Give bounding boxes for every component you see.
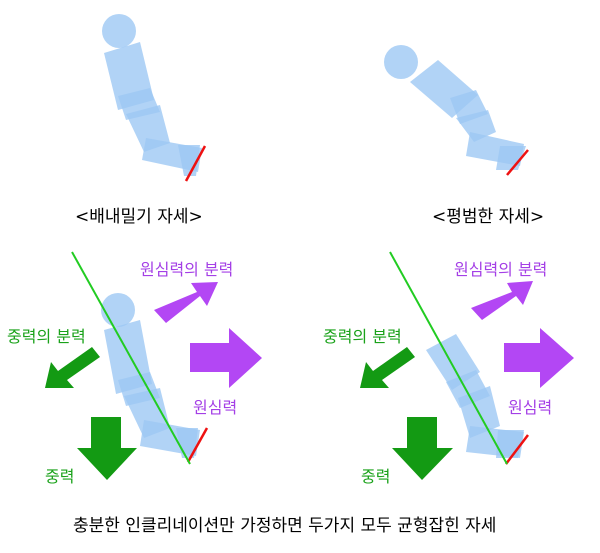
gravity-arrow — [392, 417, 453, 480]
centrifugal-component-arrow — [471, 281, 533, 320]
label-centrifugal-left: 원심력 — [193, 398, 238, 417]
label-centrifugal-component-right: 원심력의 분력 — [454, 260, 548, 279]
label-gravity-component-right: 중력의 분력 — [323, 327, 402, 346]
label-gravity-left: 중력 — [45, 467, 75, 486]
label-centrifugal-right: 원심력 — [508, 398, 553, 417]
skater-figure-normal — [384, 45, 529, 176]
gravity-component-arrow — [45, 347, 100, 388]
bottom-caption: 충분한 인클리네이션만 가정하면 두가지 모두 균형잡힌 자세 — [73, 516, 497, 536]
gravity-component-arrow — [360, 347, 415, 388]
gravity-arrow — [77, 417, 137, 480]
skater-figure-belly-forward — [102, 14, 207, 182]
centrifugal-arrow — [504, 328, 574, 388]
label-centrifugal-component-left: 원심력의 분력 — [140, 260, 234, 279]
skater-figure-belly-forward-forces — [45, 251, 262, 480]
caption-normal-pose: <평범한 자세> — [432, 207, 545, 227]
centrifugal-component-arrow — [154, 282, 218, 323]
skater-figure-normal-forces — [360, 251, 574, 480]
label-gravity-right: 중력 — [361, 467, 391, 486]
caption-belly-forward-pose: <배내밀기 자세> — [75, 207, 203, 227]
label-gravity-component-left: 중력의 분력 — [7, 327, 86, 346]
centrifugal-arrow — [190, 328, 262, 388]
